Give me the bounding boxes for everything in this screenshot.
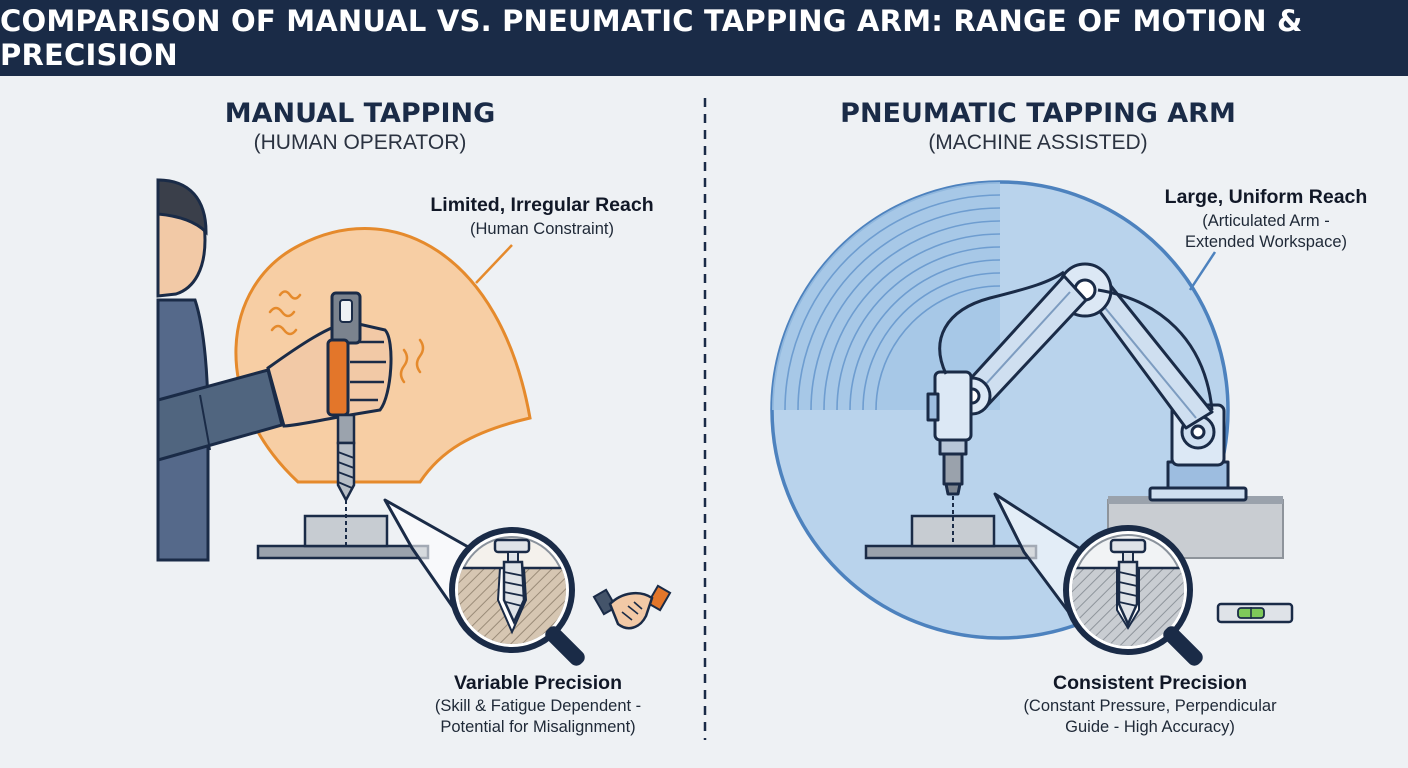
manual-precision-note-2: Potential for Misalignment): [440, 718, 636, 736]
pneumatic-heading: PNEUMATIC TAPPING ARM: [840, 98, 1236, 129]
robotic-arm-icon: [926, 262, 1248, 502]
manual-magnifier-icon: [449, 527, 585, 666]
manual-heading: MANUAL TAPPING: [224, 98, 496, 129]
spirit-level-icon: [1216, 602, 1294, 624]
pneumatic-reach-label: Large, Uniform Reach: [1164, 186, 1368, 208]
pneumatic-reach-note-2: Extended Workspace): [1184, 233, 1348, 251]
handshake-icon: [592, 584, 672, 630]
tremor-marks: [268, 290, 425, 384]
pneumatic-subheading: (MACHINE ASSISTED): [928, 131, 1148, 154]
manual-precision-label: Variable Precision: [453, 672, 623, 694]
pneumatic-precision-label: Consistent Precision: [1053, 672, 1247, 694]
manual-subheading: (HUMAN OPERATOR): [253, 131, 467, 154]
pneumatic-workpiece: [864, 496, 1038, 560]
manual-reach-leader: [475, 244, 513, 284]
title-banner: COMPARISON OF MANUAL VS. PNEUMATIC TAPPI…: [0, 0, 1408, 76]
manual-reach-label: Limited, Irregular Reach: [430, 194, 654, 216]
manual-reach-note: (Human Constraint): [470, 220, 614, 238]
operator-figure: [156, 178, 210, 562]
manual-precision-note-1: (Skill & Fatigue Dependent -: [434, 697, 642, 715]
operator-arm: [156, 368, 284, 462]
pneumatic-precision-note-1: (Constant Pressure, Perpendicular: [1023, 697, 1277, 715]
pneumatic-magnifier-icon: [1063, 525, 1203, 666]
pneumatic-precision-note-2: Guide - High Accuracy): [1065, 718, 1235, 736]
pneumatic-reach-note-1: (Articulated Arm -: [1202, 212, 1330, 230]
hand-tap-icon: [266, 291, 393, 503]
manual-workpiece: [256, 500, 430, 560]
